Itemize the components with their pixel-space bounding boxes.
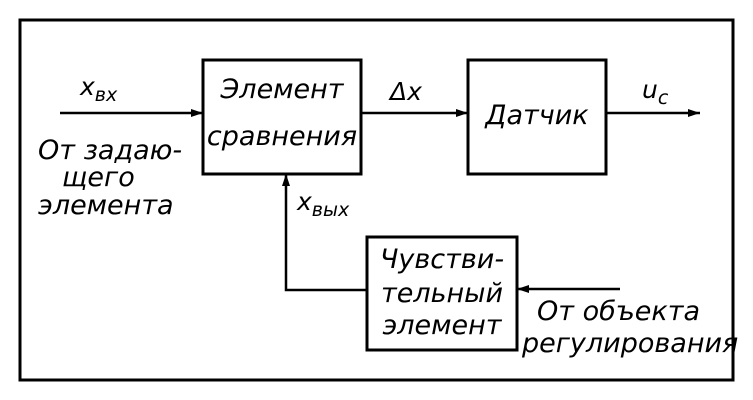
setpoint-note-line3: элемента xyxy=(38,190,174,221)
feedback-signal-label: xвых xyxy=(296,187,350,221)
delta-signal-label: Δx xyxy=(388,77,422,106)
setpoint-note-line2: щего xyxy=(62,162,135,193)
feedback-arrow xyxy=(282,174,367,292)
object-note-line2: регулирования xyxy=(521,328,738,359)
outer-frame xyxy=(18,18,735,382)
object-note-line1: От объекта xyxy=(537,296,700,327)
comparison-block-label-line2: сравнения xyxy=(207,121,357,152)
sensitive-block-label-line3: элемент xyxy=(382,310,502,341)
sensitive-block-label-line1: Чувстви- xyxy=(380,244,504,275)
sensitive-element-block xyxy=(365,235,519,352)
setpoint-note-line1: От задаю- xyxy=(38,135,182,166)
sensitive-block-label-line2: тельный xyxy=(381,278,503,309)
comparison-block-label-line1: Элемент xyxy=(219,74,344,105)
sensor-block xyxy=(466,58,608,176)
input-signal-label: xвх xyxy=(79,72,118,106)
sensor-block-label: Датчик xyxy=(484,100,589,131)
output-signal-label: uс xyxy=(642,75,669,109)
